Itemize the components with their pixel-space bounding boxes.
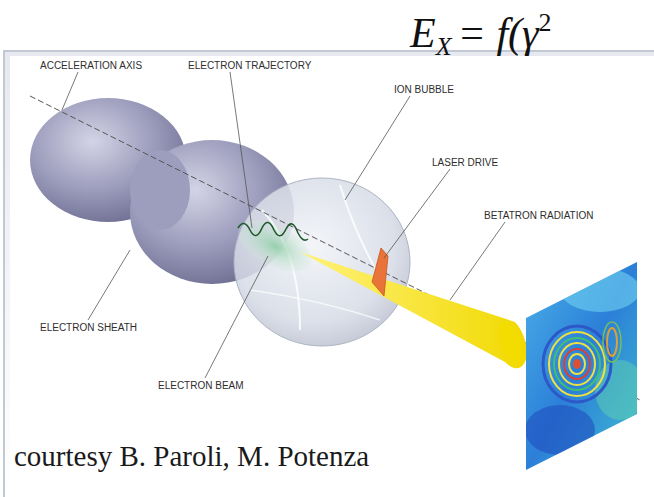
part-label: ACCELERATION AXIS [38,60,144,72]
part-label: ELECTRON SHEATH [38,322,139,334]
panel-frame [4,51,654,497]
formula-symbol: E [410,10,436,56]
credit-text: courtesy B. Paroli, M. Potenza [12,440,371,472]
part-label: LASER DRIVE [430,157,500,169]
cone-end [493,319,526,365]
diffraction-pattern [525,268,645,455]
electron-beam [230,210,319,282]
energy-formula: EX= f(γ2 [410,0,552,72]
formula-body: = f(γ [458,10,539,56]
betatron-cone [300,252,527,368]
part-label: ELECTRON TRAJECTORY [186,60,313,72]
electron-trajectory [238,222,308,240]
part-label: ELECTRON BEAM [156,380,246,392]
formula-superscript: 2 [539,8,552,37]
part-label: ION BUBBLE [392,84,456,96]
part-label: BETATRON RADIATION [482,210,595,222]
panel-ground [10,56,654,497]
formula-subscript: X [436,32,452,61]
sheath-neck [130,150,190,230]
